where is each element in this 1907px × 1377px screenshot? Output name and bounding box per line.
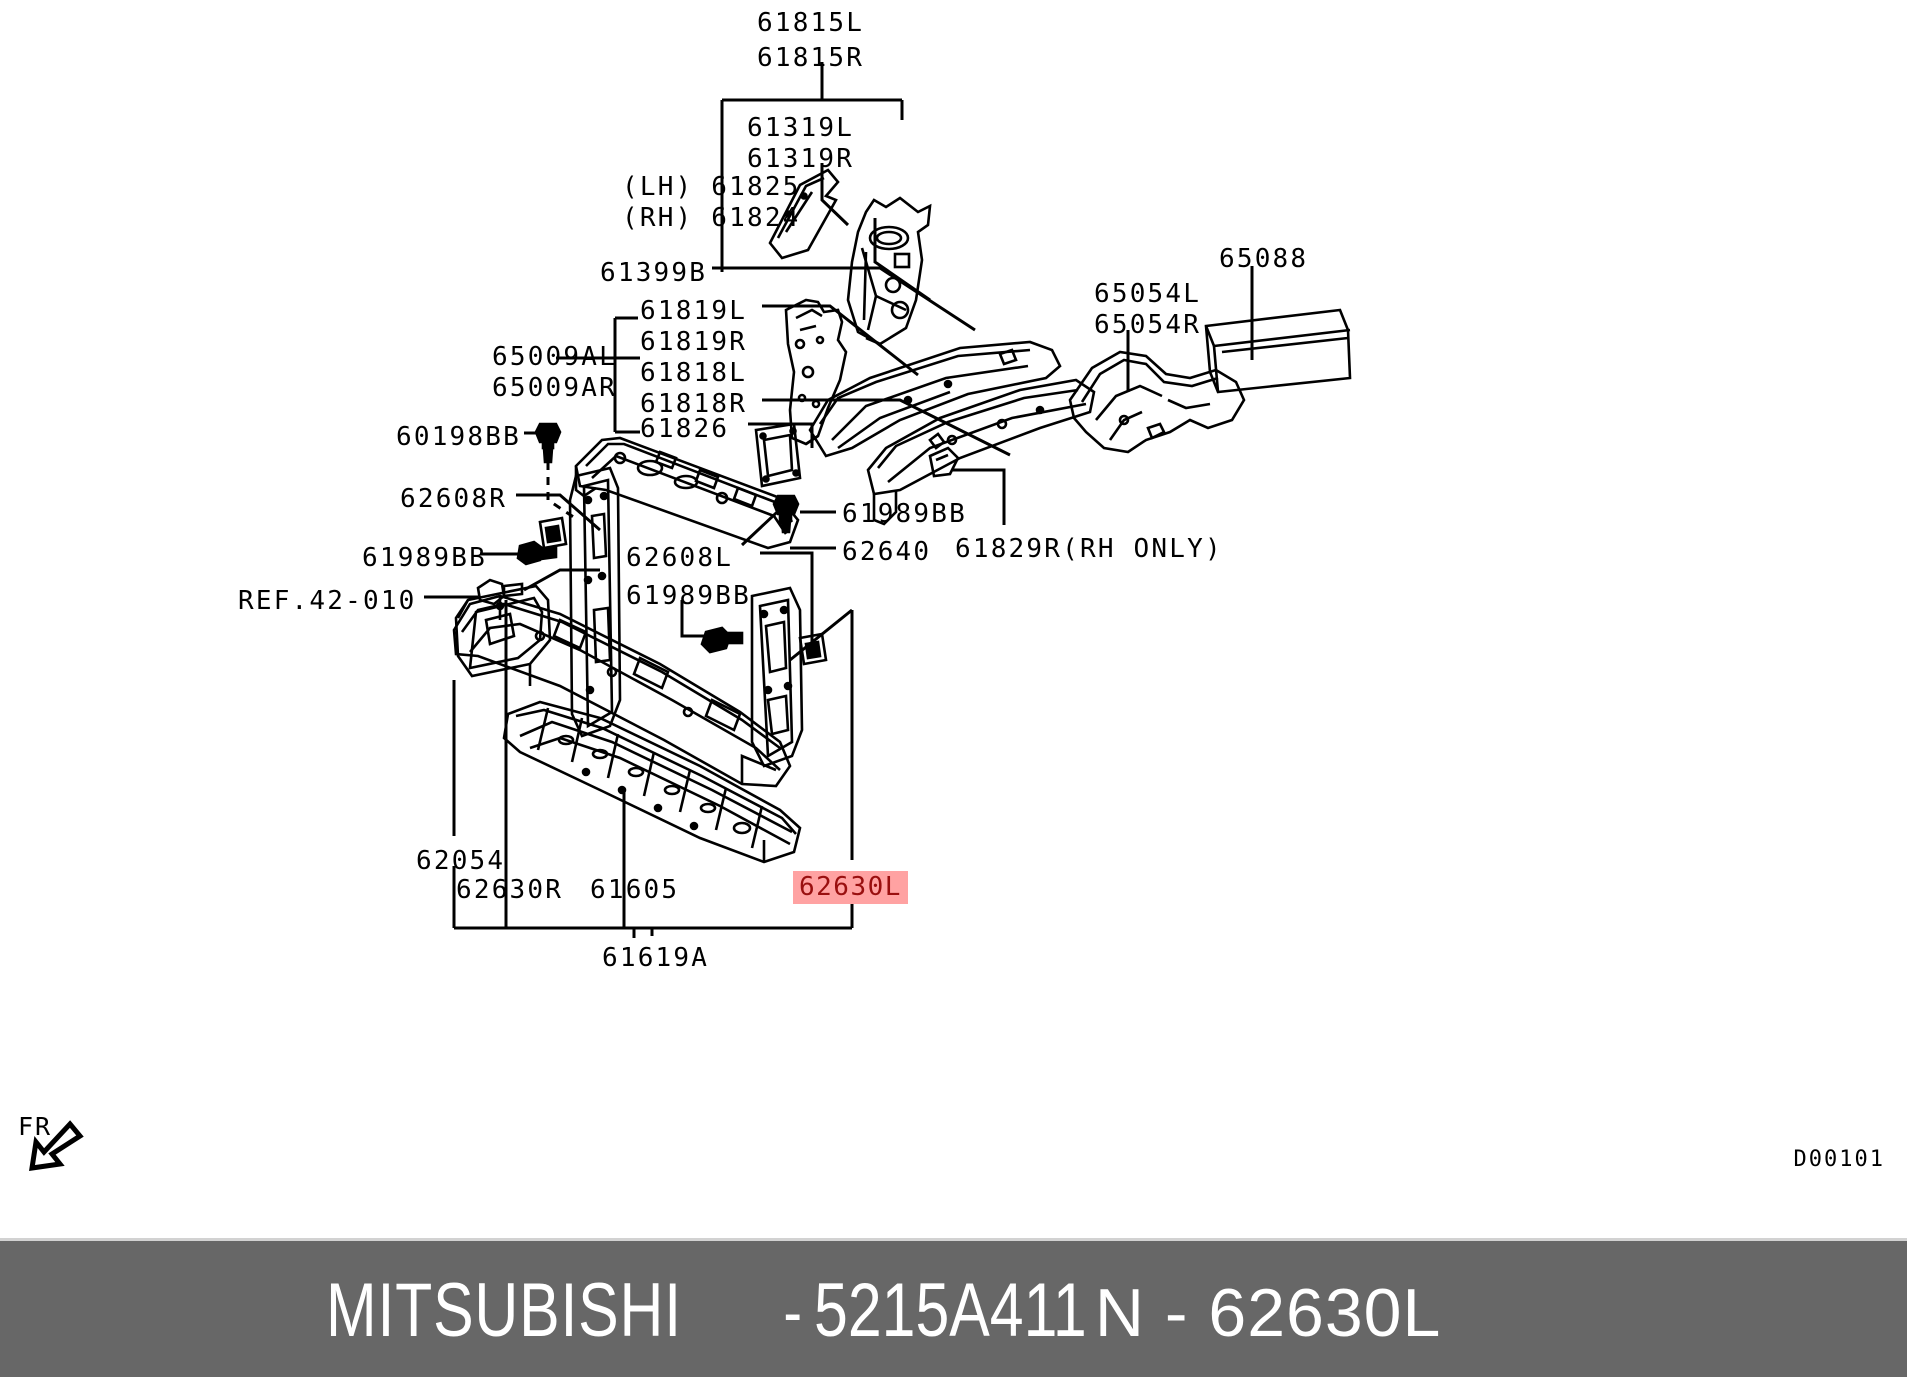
part-label-61319r[interactable]: 61319R bbox=[747, 144, 855, 174]
part-label-61818r[interactable]: 61818R bbox=[640, 389, 748, 419]
part-61826-illustration bbox=[754, 422, 802, 488]
part-label--rh--61824[interactable]: (RH) 61824 bbox=[622, 203, 801, 233]
fr-arrow-icon bbox=[29, 1120, 84, 1171]
part-label-61829r-rh-only-[interactable]: 61829R(RH ONLY) bbox=[955, 534, 1223, 564]
part-62054-illustration bbox=[454, 584, 552, 686]
leader-61399B bbox=[712, 266, 976, 332]
part-62608-pillar-left bbox=[568, 466, 622, 738]
bottom-banner: MITSUBISHI - 5215A411 N - 62630L bbox=[0, 1238, 1907, 1377]
part-61605-illustration bbox=[452, 594, 792, 788]
technical-line-art bbox=[424, 62, 1352, 938]
part-61829R-illustration bbox=[928, 446, 960, 478]
leader-60198BB-dashed bbox=[546, 462, 579, 522]
banner-diagram-number: 5215A411 bbox=[813, 1268, 1087, 1353]
leader-61819 bbox=[762, 304, 919, 377]
part-label-ref-42-010[interactable]: REF.42-010 bbox=[238, 586, 417, 616]
part-label-65054r[interactable]: 65054R bbox=[1094, 310, 1202, 340]
banner-separator-1: - bbox=[782, 1273, 802, 1351]
part-label-62608r[interactable]: 62608R bbox=[400, 484, 508, 514]
part-label-61399b[interactable]: 61399B bbox=[600, 258, 708, 288]
part-label-61989bb[interactable]: 61989BB bbox=[626, 581, 751, 611]
part-62608R-clip bbox=[538, 516, 568, 550]
part-61825-illustration bbox=[784, 298, 848, 446]
part-label-61815r[interactable]: 61815R bbox=[757, 43, 865, 73]
banner-part-number: 62630L bbox=[1208, 1275, 1442, 1351]
part-61819-illustration bbox=[808, 340, 1062, 458]
part-label-61989bb[interactable]: 61989BB bbox=[362, 543, 487, 573]
part-61818-illustration bbox=[866, 378, 1096, 526]
leader-61829R bbox=[952, 468, 1006, 525]
part-label-62054[interactable]: 62054 bbox=[416, 846, 506, 876]
banner-group-letter: N bbox=[1094, 1275, 1145, 1351]
part-label-61819l[interactable]: 61819L bbox=[640, 296, 748, 326]
part-label-62630r[interactable]: 62630R bbox=[456, 875, 564, 905]
part-label-60198bb[interactable]: 60198BB bbox=[396, 422, 521, 452]
part-62640-illustration bbox=[574, 436, 800, 550]
part-label-65009ar[interactable]: 65009AR bbox=[492, 373, 617, 403]
part-label-61319l[interactable]: 61319L bbox=[747, 113, 855, 143]
part-label-65009al[interactable]: 65009AL bbox=[492, 342, 617, 372]
part-label-61989bb[interactable]: 61989BB bbox=[842, 499, 967, 529]
part-65054-illustration bbox=[1068, 350, 1246, 454]
leader-61319 bbox=[820, 163, 850, 227]
part-label-61826[interactable]: 61826 bbox=[640, 414, 730, 444]
part-65088-illustration bbox=[1204, 308, 1352, 394]
part-62608-pillar-right bbox=[750, 586, 804, 768]
part-label-61815l[interactable]: 61815L bbox=[757, 8, 865, 38]
banner-separator-2: - bbox=[1164, 1275, 1189, 1351]
part-61989BB-bolt-center bbox=[700, 626, 744, 654]
part-label-62640[interactable]: 62640 bbox=[842, 537, 932, 567]
part-62630-illustration bbox=[502, 700, 802, 864]
part-label-65088[interactable]: 65088 bbox=[1219, 244, 1309, 274]
part-label-61819r[interactable]: 61819R bbox=[640, 327, 748, 357]
fr-label: FR bbox=[18, 1112, 53, 1141]
part-label-61619a[interactable]: 61619A bbox=[602, 943, 710, 973]
part-label--lh--61825[interactable]: (LH) 61825 bbox=[622, 172, 801, 202]
part-label-65054l[interactable]: 65054L bbox=[1094, 279, 1202, 309]
part-label-61818l[interactable]: 61818L bbox=[640, 358, 748, 388]
part-label-62608l[interactable]: 62608L bbox=[626, 543, 734, 573]
sheet-code: D00101 bbox=[1793, 1147, 1885, 1172]
leader-62608R bbox=[516, 493, 601, 532]
fr-orientation-marker: FR bbox=[12, 1112, 102, 1202]
banner-brand: MITSUBISHI bbox=[325, 1268, 682, 1353]
part-60198BB-bolt bbox=[534, 422, 562, 464]
part-61989BB-bolt-left bbox=[516, 540, 558, 566]
banner-part-reference: N - 62630L bbox=[1095, 1274, 1442, 1352]
part-61319-illustration bbox=[768, 168, 840, 260]
part-label-61605[interactable]: 61605 bbox=[590, 875, 680, 905]
part-label-highlighted-62630l[interactable]: 62630L bbox=[793, 871, 908, 904]
leader-62608L bbox=[760, 551, 814, 650]
leader-61818 bbox=[762, 398, 1011, 457]
part-61815-illustration bbox=[846, 196, 932, 346]
part-62608L-clip bbox=[798, 632, 828, 666]
